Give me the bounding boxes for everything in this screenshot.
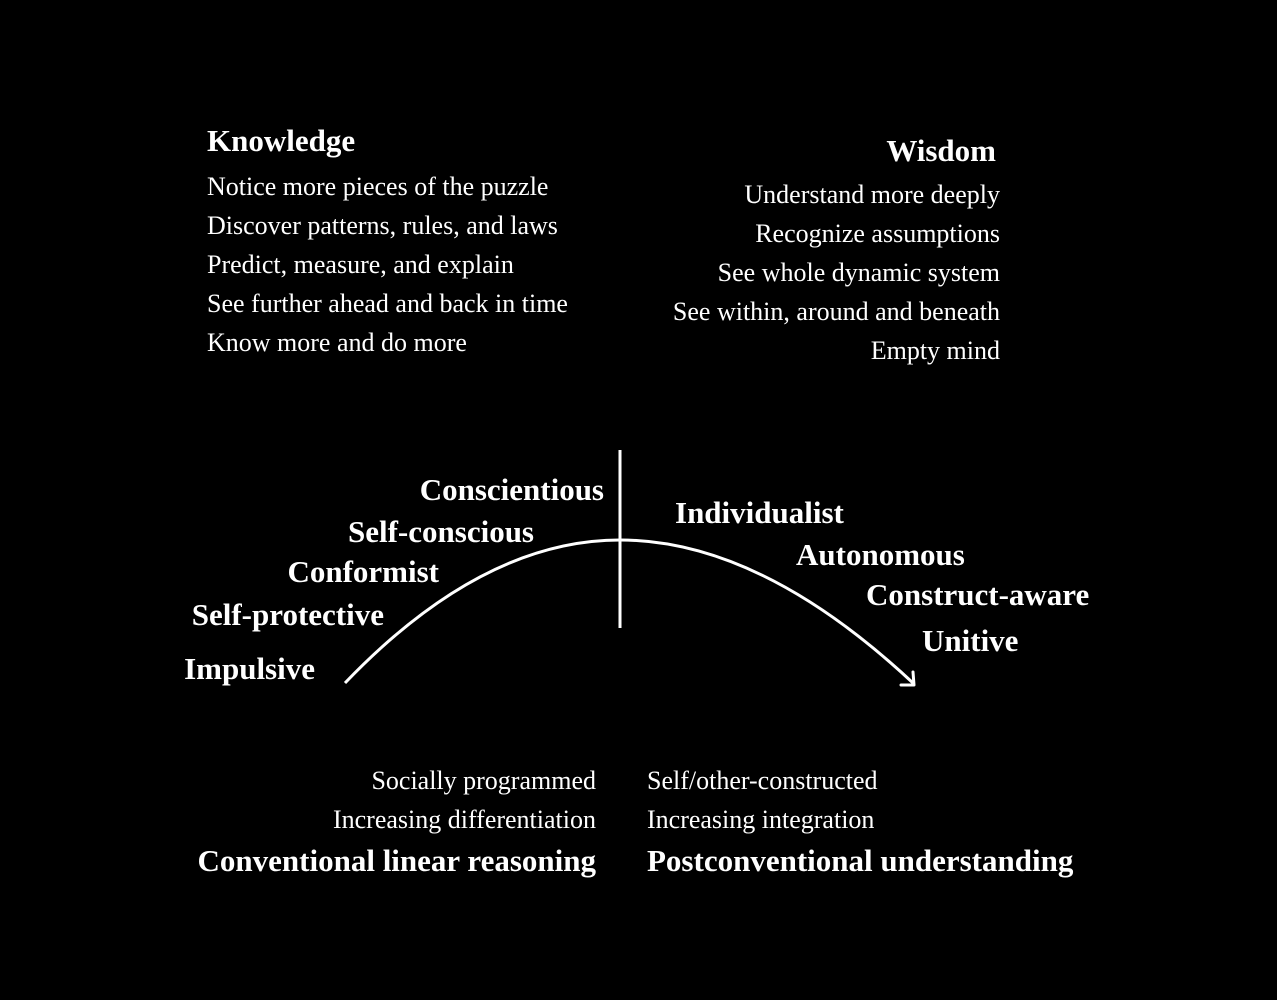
conventional-category: Conventional linear reasoning xyxy=(197,843,596,878)
stage-label-conformist: Conformist xyxy=(287,554,439,589)
wisdom-block: Wisdom Understand more deeply Recognize … xyxy=(673,132,1000,370)
wisdom-item: See within, around and beneath xyxy=(672,297,1000,326)
arrow-head-icon xyxy=(899,670,916,687)
conventional-item: Socially programmed xyxy=(371,766,596,795)
stage-label-impulsive: Impulsive xyxy=(184,651,315,686)
wisdom-item: Understand more deeply xyxy=(744,180,1000,209)
postconventional-item: Increasing integration xyxy=(647,805,875,834)
stage-label-autonomous: Autonomous xyxy=(796,537,965,572)
stage-label-conscientious: Conscientious xyxy=(419,472,604,507)
knowledge-item: Notice more pieces of the puzzle xyxy=(207,172,549,201)
wisdom-title: Wisdom xyxy=(886,133,996,168)
stage-label-individualist: Individualist xyxy=(675,495,844,530)
knowledge-title: Knowledge xyxy=(207,123,356,158)
knowledge-item: Predict, measure, and explain xyxy=(207,250,514,279)
knowledge-block: Knowledge Notice more pieces of the puzz… xyxy=(207,122,568,362)
stage-label-unitive: Unitive xyxy=(922,623,1019,658)
knowledge-item: Discover patterns, rules, and laws xyxy=(207,211,558,240)
conventional-item: Increasing differentiation xyxy=(332,805,596,834)
development-arc xyxy=(343,538,915,685)
postconventional-category: Postconventional understanding xyxy=(647,843,1074,878)
wisdom-item: See whole dynamic system xyxy=(717,258,1000,287)
postconventional-item: Self/other-constructed xyxy=(647,766,878,795)
conventional-block: Socially programmed Increasing different… xyxy=(198,761,596,883)
postconventional-block: Self/other-constructed Increasing integr… xyxy=(647,761,1073,883)
stage-label-self-conscious: Self-conscious xyxy=(348,514,534,549)
stage-label-construct-aware: Construct-aware xyxy=(866,577,1090,612)
wisdom-item: Recognize assumptions xyxy=(755,219,1000,248)
knowledge-item: See further ahead and back in time xyxy=(207,289,568,318)
stage-label-self-protective: Self-protective xyxy=(191,597,384,632)
knowledge-item: Know more and do more xyxy=(207,328,467,357)
wisdom-item: Empty mind xyxy=(870,336,1000,365)
